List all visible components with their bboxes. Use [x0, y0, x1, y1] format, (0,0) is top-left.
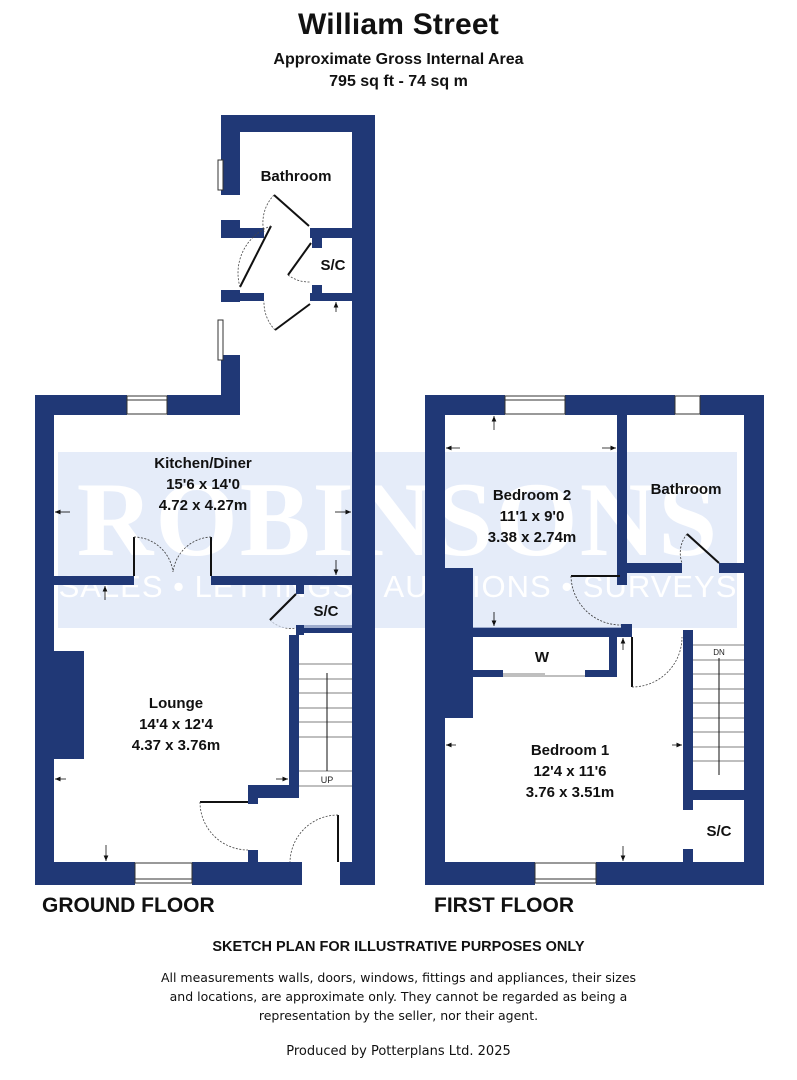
disclaimer-heading: SKETCH PLAN FOR ILLUSTRATIVE PURPOSES ON… — [212, 939, 585, 955]
room-name: S/C — [313, 603, 338, 620]
room-name: Bathroom — [261, 168, 332, 185]
room-imperial: 15'6 x 14'0 — [166, 476, 240, 493]
room-metric: 3.76 x 3.51m — [526, 784, 614, 801]
room-name: S/C — [320, 257, 345, 274]
room-name: S/C — [706, 823, 731, 840]
watermark-tagline: SALES • LETTINGS • AUCTIONS • SURVEYS — [59, 569, 738, 604]
stairs-down-label: DN — [713, 648, 725, 657]
disclaimer-text: All measurements walls, doors, windows, … — [160, 970, 637, 1023]
watermark: ROBINSONS SALES • LETTINGS • AUCTIONS • … — [58, 452, 737, 628]
room-metric: 4.72 x 4.27m — [159, 497, 247, 514]
room-imperial: 12'4 x 11'6 — [533, 763, 606, 780]
doors-overlay — [133, 533, 720, 621]
ground-floor-label: GROUND FLOOR — [42, 894, 215, 917]
stairs-up-label: UP — [321, 775, 334, 785]
room-name: Kitchen/Diner — [154, 455, 252, 472]
room-imperial: 11'1 x 9'0 — [500, 508, 565, 525]
producer-credit: Produced by Potterplans Ltd. 2025 — [286, 1044, 511, 1059]
room-name: Lounge — [149, 695, 203, 712]
room-name: W — [535, 649, 550, 666]
ground-floor-stairs — [299, 663, 352, 787]
ground-floor-windows — [126, 159, 224, 884]
room-metric: 3.38 x 2.74m — [488, 529, 576, 546]
first-floor-label: FIRST FLOOR — [434, 894, 574, 917]
room-metric: 4.37 x 3.76m — [132, 737, 220, 754]
plan-title: William Street — [298, 8, 499, 41]
room-name: Bedroom 1 — [531, 742, 609, 759]
walls-overlay — [35, 452, 764, 628]
room-name: Bedroom 2 — [493, 487, 571, 504]
room-name: Bathroom — [651, 481, 722, 498]
plan-subtitle: Approximate Gross Internal Area — [273, 51, 524, 68]
first-floor-windows — [504, 395, 701, 884]
room-imperial: 14'4 x 12'4 — [139, 716, 214, 733]
first-floor-stairs — [693, 644, 744, 775]
gross-area: 795 sq ft - 74 sq m — [329, 73, 468, 90]
first-floor-room-labels: Bedroom 2 11'1 x 9'0 3.38 x 2.74m Bathro… — [488, 481, 732, 840]
watermark-brand: ROBINSONS — [77, 461, 719, 578]
ground-floor-room-labels: Bathroom S/C Kitchen/Diner 15'6 x 14'0 4… — [132, 168, 346, 785]
first-floor-dimension-arrows — [446, 416, 682, 861]
